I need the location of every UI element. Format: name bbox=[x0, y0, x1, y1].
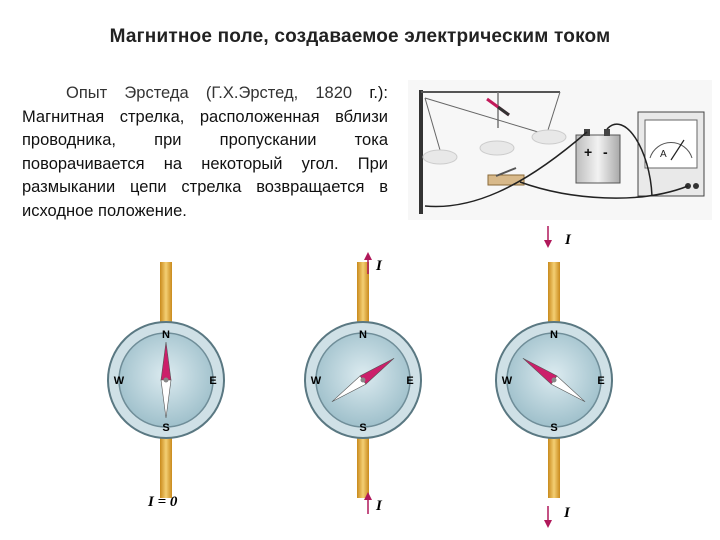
current-label-top: I bbox=[375, 258, 383, 274]
current-label-bottom: I bbox=[563, 505, 571, 521]
support-mound-left bbox=[422, 149, 458, 165]
compass-current-down: N S W E I I bbox=[495, 226, 613, 528]
support-mound-right bbox=[531, 129, 567, 145]
compass-no-current: N S W E I = 0 bbox=[107, 262, 225, 510]
dir-east: E bbox=[406, 375, 413, 387]
dir-north: N bbox=[162, 329, 170, 341]
dir-west: W bbox=[114, 375, 125, 387]
dir-east: E bbox=[209, 375, 216, 387]
current-zero-label: I = 0 bbox=[147, 494, 178, 510]
ammeter-dial bbox=[644, 119, 698, 169]
ammeter-pointer bbox=[670, 139, 685, 161]
ammeter-symbol: A bbox=[660, 149, 667, 160]
dir-north: N bbox=[550, 329, 558, 341]
switch bbox=[487, 174, 525, 186]
dir-south: S bbox=[359, 422, 366, 434]
dir-south: S bbox=[162, 422, 169, 434]
cable bbox=[424, 131, 588, 208]
description-paragraph: Опыт Эрстеда (Г.Х.Эрстед, 1820 г.): Магн… bbox=[22, 82, 388, 223]
compass-current-up: N S W E I I bbox=[304, 252, 422, 514]
battery-minus-label: - bbox=[603, 144, 608, 160]
battery bbox=[575, 134, 621, 184]
dir-east: E bbox=[597, 375, 604, 387]
current-label-bottom: I bbox=[375, 498, 383, 514]
current-label-top: I bbox=[564, 232, 572, 248]
apparatus-illustration: + - A bbox=[408, 80, 712, 220]
description-text: г.): Магнитная стрелка, расположенная вб… bbox=[22, 84, 388, 220]
dir-west: W bbox=[311, 375, 322, 387]
dir-north: N bbox=[359, 329, 367, 341]
dir-south: S bbox=[550, 422, 557, 434]
dir-west: W bbox=[502, 375, 513, 387]
description-lead: Опыт Эрстеда (Г.Х.Эрстед, 1820 bbox=[66, 84, 353, 102]
battery-plus-label: + bbox=[584, 144, 592, 160]
support-mound-middle bbox=[479, 140, 515, 156]
page-title: Магнитное поле, создаваемое электрически… bbox=[109, 26, 611, 47]
